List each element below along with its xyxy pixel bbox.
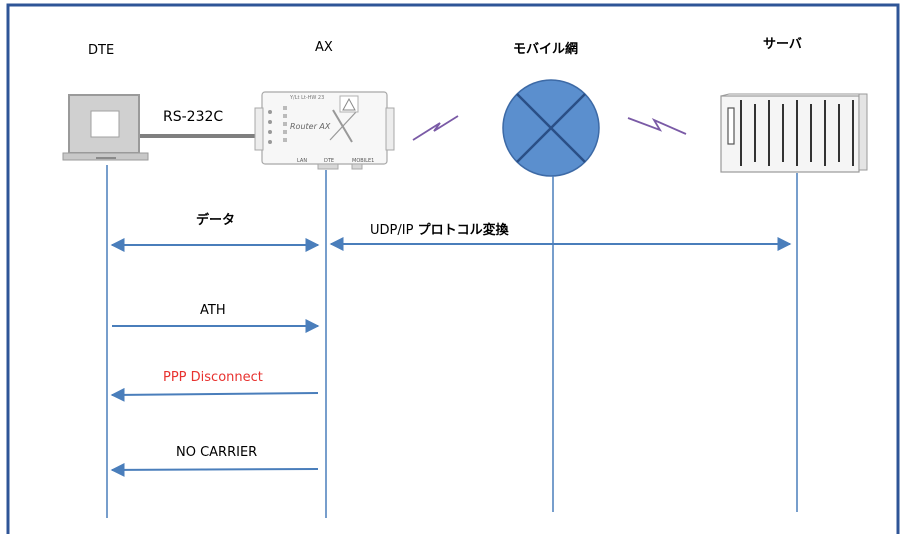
message-label-ath: ATH (200, 303, 226, 318)
udp-prefix-text: UDP/IP (370, 223, 418, 238)
message-label-udp: UDP/IP プロトコル変換 (370, 219, 509, 238)
wireless-link-icon (412, 115, 459, 141)
router-brand-label: Router AX (290, 122, 331, 131)
message-label-no-carrier: NO CARRIER (176, 445, 258, 460)
diagram-border (6, 3, 900, 534)
node-label-ax: AX (315, 40, 333, 55)
router-port-mobile1: MOBILE1 (352, 158, 375, 164)
router-panel-label: Y/Lt Lt-HW 23 (290, 95, 325, 101)
router-port-lan: LAN (297, 158, 308, 164)
message-label-ppp-disconnect: PPP Disconnect (163, 370, 263, 385)
arrow-ppp (110, 387, 319, 402)
node-label-dte: DTE (88, 43, 115, 58)
wireless-link-icon (627, 117, 687, 135)
cable-label: RS-232C (163, 109, 224, 125)
arrow-nocarrier (110, 462, 319, 477)
laptop-icon (62, 94, 149, 161)
message-label-data: データ (196, 213, 236, 228)
router-port-dte: DTE (324, 158, 335, 164)
node-label-mobile: モバイル網 (513, 42, 579, 57)
server-icon (720, 93, 868, 173)
router-icon (254, 91, 395, 170)
mobile-network-icon (502, 79, 600, 177)
udp-suffix-text: プロトコル変換 (417, 223, 509, 238)
node-label-server: サーバ (763, 37, 802, 52)
